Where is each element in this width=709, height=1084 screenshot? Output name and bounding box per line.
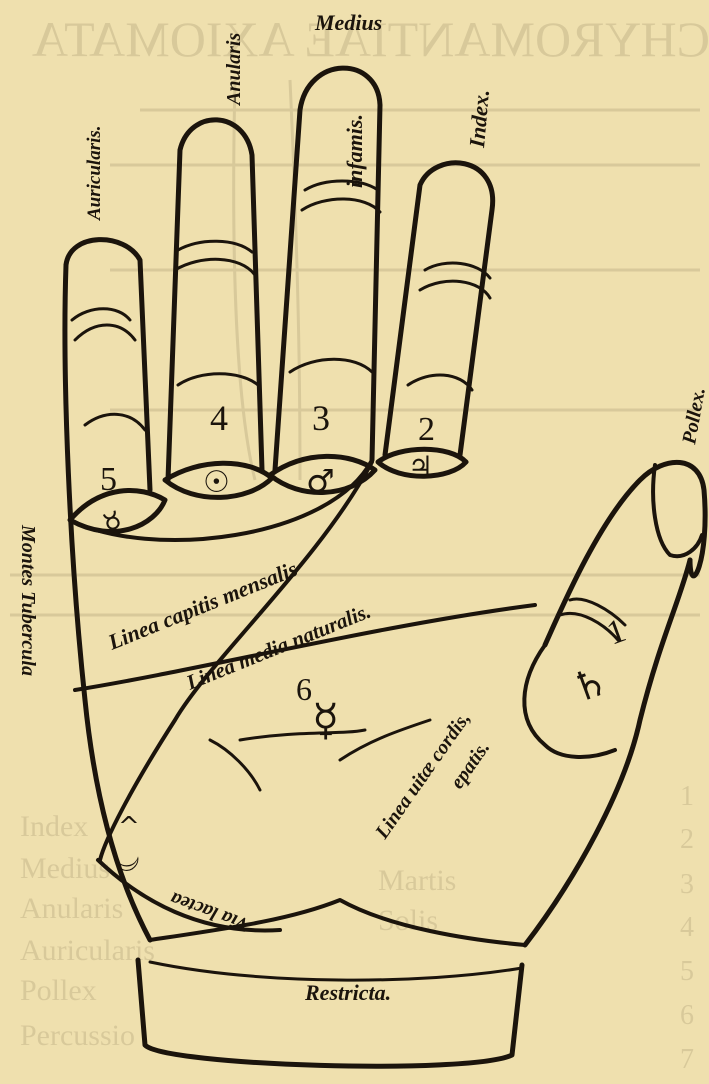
bleed-left-5: Pollex bbox=[20, 974, 97, 1007]
palm-number-6: 6 bbox=[296, 671, 312, 707]
bleed-mid-1: Martis bbox=[378, 864, 456, 897]
saturn-symbol: ♄ bbox=[565, 657, 614, 712]
mercury-symbol: ☿ bbox=[99, 505, 128, 544]
bleed-num-4: 4 bbox=[680, 912, 694, 943]
palm-number-1: 1 bbox=[602, 612, 631, 653]
mars-symbol: ♂ bbox=[306, 462, 335, 500]
finger-auricularis bbox=[66, 240, 150, 490]
label-medius: Medius bbox=[314, 10, 382, 35]
thumb-pollex bbox=[545, 462, 705, 645]
label-restricta: Restricta. bbox=[304, 980, 391, 1005]
label-montes: Montes Tubercula bbox=[17, 524, 39, 676]
label-pollex: Pollex. bbox=[678, 386, 709, 447]
cuff-top-rim bbox=[150, 962, 522, 980]
label-index: Index. bbox=[464, 88, 494, 149]
mercury-symbol-palm: ☿ bbox=[312, 695, 339, 746]
bleed-num-2: 2 bbox=[680, 824, 694, 855]
moon-symbol: ☽ bbox=[107, 845, 145, 874]
bleed-left-4: Auricularis bbox=[20, 934, 155, 967]
bleed-num-5: 5 bbox=[680, 956, 694, 987]
bleed-left-6: Percussio bbox=[20, 1019, 135, 1052]
sun-symbol: ☉ bbox=[203, 465, 230, 500]
bleed-num-3: 3 bbox=[680, 869, 694, 900]
bleed-num-6: 6 bbox=[680, 1000, 694, 1031]
label-infamis: infamis. bbox=[342, 114, 367, 188]
finger-number-4: 4 bbox=[210, 398, 228, 438]
bleed-left-3: Anularis bbox=[20, 892, 123, 925]
bleed-left-1: Index bbox=[20, 810, 88, 843]
label-anularis: Anularis bbox=[223, 33, 245, 107]
bleed-left-2: Medius bbox=[20, 852, 110, 885]
moon-caret: ^ bbox=[118, 812, 140, 842]
label-via-lactea: Via lactea bbox=[167, 887, 251, 936]
bleed-num-1: 1 bbox=[680, 781, 694, 812]
jupiter-symbol: ♃ bbox=[408, 450, 433, 483]
finger-number-5: 5 bbox=[100, 461, 117, 498]
label-auricularis: Auricularis. bbox=[84, 125, 105, 221]
bleed-num-7: 7 bbox=[680, 1044, 694, 1075]
finger-number-2: 2 bbox=[418, 411, 435, 448]
finger-number-3: 3 bbox=[312, 398, 330, 438]
